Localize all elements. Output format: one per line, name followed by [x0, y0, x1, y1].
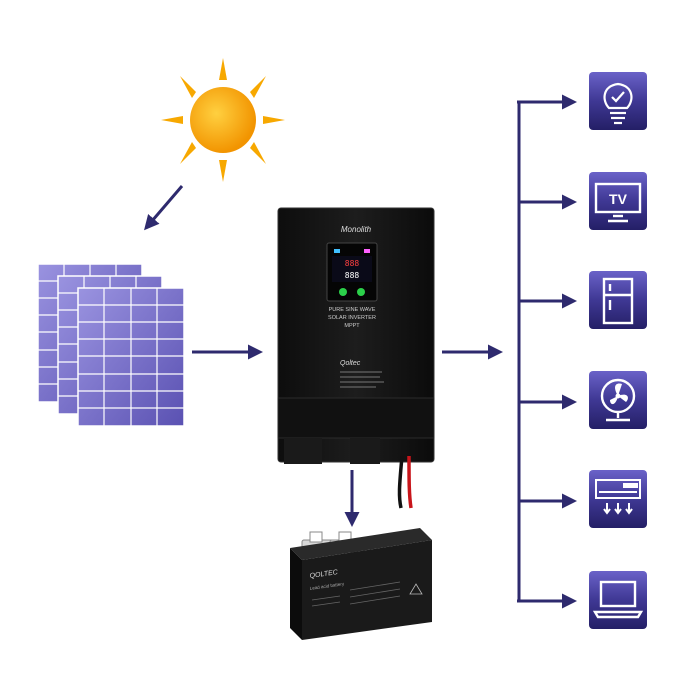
sun-to-panel-arrow	[144, 185, 184, 231]
tv-icon: TV	[594, 182, 642, 223]
inverter-model-line3: MPPT	[344, 323, 360, 329]
air-conditioner-icon	[595, 479, 641, 515]
red-cable	[407, 455, 413, 509]
battery-brand: QOLTEC	[309, 569, 339, 580]
appliance-tile-laptop	[589, 571, 647, 629]
inverter-model-line1: PURE SINE WAVE	[329, 307, 376, 313]
appliance-tile-fan	[589, 371, 647, 429]
power-button-right	[357, 288, 365, 296]
inverter-model-line2: SOLAR INVERTER	[328, 315, 376, 321]
tv-icon-label: TV	[609, 191, 628, 207]
inverter-badge-brand: Qoltec	[340, 360, 361, 367]
appliance-tile-air-conditioner	[589, 470, 647, 528]
inverter-brand: Monolith	[341, 225, 372, 234]
solar-panel-array	[37, 263, 185, 427]
fridge-icon	[602, 277, 634, 325]
appliance-tile-tv: TV	[589, 172, 647, 230]
lightbulb-icon	[603, 82, 633, 125]
appliance-tile-fridge	[589, 271, 647, 329]
solar-panel-front	[77, 287, 185, 427]
battery-label: Lead acid battery	[309, 581, 345, 591]
power-button-left	[339, 288, 347, 296]
black-cable	[397, 455, 404, 509]
warning-icon	[409, 583, 423, 595]
display-top-readout: 888	[345, 259, 360, 268]
branch-arrows	[517, 94, 577, 609]
battery: QOLTEC Lead acid battery	[290, 528, 432, 640]
laptop-icon	[592, 580, 644, 619]
sun-icon	[161, 58, 285, 182]
solar-inverter: Monolith 888 888 PURE SINE WAVE SOLAR IN…	[277, 207, 435, 509]
fan-icon	[600, 378, 636, 422]
appliance-tile-lightbulb	[589, 72, 647, 130]
display-bottom-readout: 888	[345, 271, 360, 280]
